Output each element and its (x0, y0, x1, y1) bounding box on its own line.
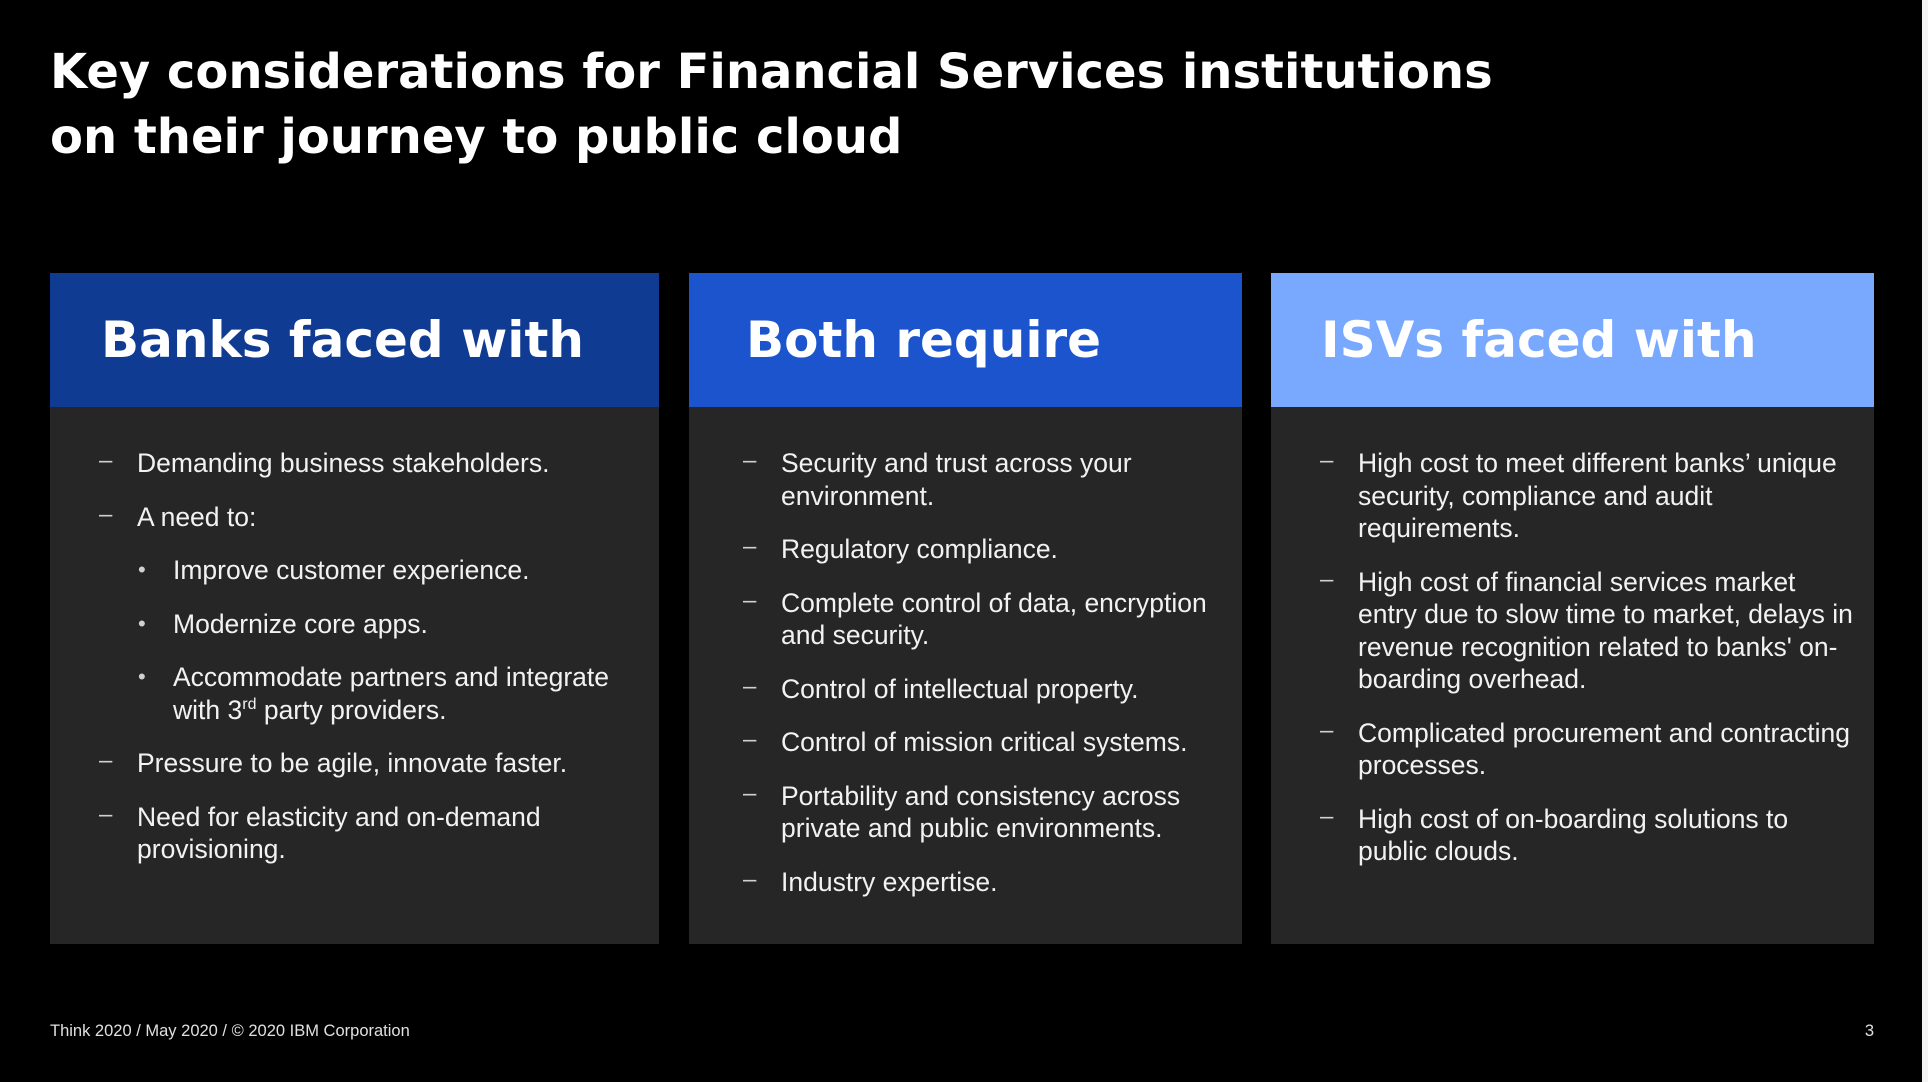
bullet-marker: • (138, 664, 146, 689)
column-both: Both require – Security and trust across… (689, 273, 1242, 944)
sub-list-item: • Accommodate partners and integrate wit… (138, 661, 639, 726)
list-item: – High cost to meet different banks’ uni… (1320, 447, 1854, 545)
list-item: – A need to: (99, 501, 639, 534)
list-item-text: Regulatory compliance. (781, 534, 1058, 564)
list-item-text: High cost to meet different banks’ uniqu… (1358, 448, 1837, 543)
sub-list-item: • Modernize core apps. (138, 608, 639, 641)
column-banks-list: – Demanding business stakeholders. – A n… (50, 407, 659, 866)
list-item-text: Improve customer experience. (173, 555, 530, 585)
list-item-text: Accommodate partners and integrate with … (173, 661, 639, 726)
list-item: – Pressure to be agile, innovate faster. (99, 747, 639, 780)
list-item-text: High cost of on-boarding solutions to pu… (1358, 803, 1789, 867)
slide-title-line-2: on their journey to public cloud (50, 109, 903, 165)
column-isvs: ISVs faced with – High cost to meet diff… (1271, 273, 1874, 944)
list-item: – Need for elasticity and on-demand prov… (99, 801, 639, 866)
list-item: – Control of mission critical systems. (743, 726, 1222, 759)
dash-marker: – (99, 500, 113, 528)
page-number: 3 (1864, 1022, 1874, 1040)
dash-marker: – (1320, 447, 1334, 474)
column-both-list: – Security and trust across your environ… (689, 407, 1242, 898)
list-item-text: Complicated procurement and contracting … (1358, 717, 1850, 781)
list-item: – Complicated procurement and contractin… (1320, 717, 1854, 782)
list-item-text: A need to: (137, 501, 257, 532)
slide-edge (1922, 0, 1928, 1082)
list-item-text: Modernize core apps. (173, 608, 428, 639)
dash-marker: – (1320, 802, 1334, 830)
dash-marker: – (743, 672, 757, 700)
dash-marker: – (743, 779, 757, 807)
column-isvs-list: – High cost to meet different banks’ uni… (1271, 407, 1874, 868)
list-item-text-end: party providers. (256, 694, 447, 725)
list-item-text: Complete control of data, encryption and… (781, 587, 1207, 651)
list-item: – Demanding business stakeholders. (99, 447, 639, 480)
slide-title: Key considerations for Financial Service… (50, 40, 1550, 170)
dash-marker: – (99, 800, 113, 828)
column-both-heading: Both require (689, 273, 1242, 407)
list-item-text: Pressure to be agile, innovate faster. (137, 748, 568, 778)
dash-marker: – (1320, 716, 1334, 744)
bullet-marker: • (138, 610, 146, 636)
list-item: – Security and trust across your environ… (743, 447, 1222, 512)
dash-marker: – (743, 586, 757, 614)
list-item: – Complete control of data, encryption a… (743, 587, 1222, 652)
list-item-text: Demanding business stakeholders. (137, 448, 550, 478)
dash-marker: – (99, 747, 113, 774)
list-item-text-start: Accommodate partners and integrate with … (173, 662, 610, 725)
dash-marker: – (743, 447, 757, 474)
list-item-text: High cost of financial services market e… (1358, 566, 1853, 695)
list-item: – High cost of financial services market… (1320, 566, 1854, 696)
dash-marker: – (1320, 565, 1334, 593)
dash-marker: – (743, 533, 757, 560)
list-item-text: Control of mission critical systems. (781, 727, 1188, 757)
list-item-text: Control of intellectual property. (781, 673, 1139, 704)
list-item-text: Portability and consistency across priva… (781, 780, 1181, 844)
sub-list-item: • Improve customer experience. (138, 554, 639, 587)
list-item-text: Need for elasticity and on-demand provis… (137, 801, 541, 865)
bullet-marker: • (138, 557, 146, 582)
dash-marker: – (743, 865, 757, 893)
list-item: – Portability and consistency across pri… (743, 780, 1222, 845)
dash-marker: – (99, 447, 113, 474)
column-banks-heading: Banks faced with (50, 273, 659, 407)
column-isvs-heading: ISVs faced with (1271, 273, 1874, 407)
ordinal-superscript: rd (242, 695, 257, 713)
list-item-text: Industry expertise. (781, 866, 998, 897)
list-item: – High cost of on-boarding solutions to … (1320, 803, 1854, 868)
column-banks: Banks faced with – Demanding business st… (50, 273, 659, 944)
list-item-text: Security and trust across your environme… (781, 448, 1132, 511)
dash-marker: – (743, 726, 757, 753)
list-item: – Industry expertise. (743, 866, 1222, 899)
list-item: – Regulatory compliance. (743, 533, 1222, 566)
slide-title-line-1: Key considerations for Financial Service… (50, 44, 1493, 100)
slide-footer: Think 2020 / May 2020 / © 2020 IBM Corpo… (50, 1022, 410, 1040)
list-item: – Control of intellectual property. (743, 673, 1222, 706)
